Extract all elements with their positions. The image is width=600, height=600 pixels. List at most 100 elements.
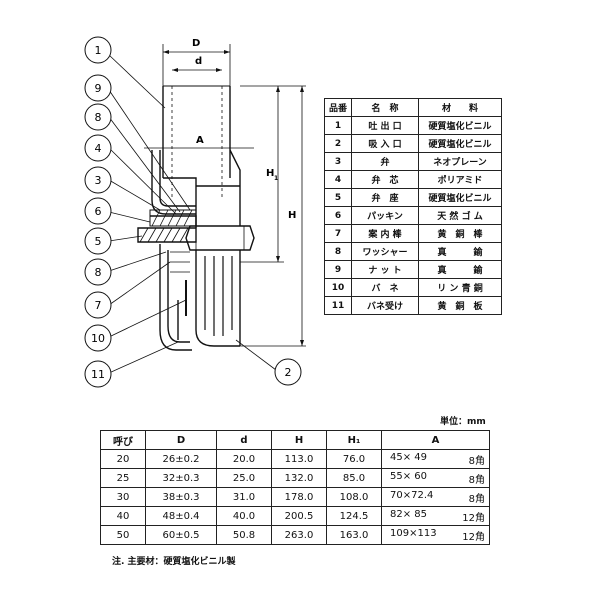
part-material-cell: 黄 銅 板 bbox=[418, 296, 502, 315]
dim-H1-subscript: 1 bbox=[274, 175, 278, 182]
svg-text:3: 3 bbox=[95, 174, 102, 187]
parts-table-header-row: 品番 名 称 材 料 bbox=[324, 98, 502, 117]
spec-D-cell: 32±0.3 bbox=[145, 468, 217, 488]
parts-header-material: 材 料 bbox=[418, 98, 502, 117]
spec-H-cell: 132.0 bbox=[271, 468, 327, 488]
dim-A-label: A bbox=[196, 135, 204, 146]
part-number-cell: 1 bbox=[324, 116, 352, 135]
spec-size-cell: 20 bbox=[100, 449, 146, 469]
spec-H-cell: 113.0 bbox=[271, 449, 327, 469]
svg-text:11: 11 bbox=[91, 368, 105, 381]
part-number-cell: 7 bbox=[324, 224, 352, 243]
part-number-cell: 8 bbox=[324, 242, 352, 261]
spec-d-cell: 50.8 bbox=[216, 525, 272, 545]
part-name-cell: ナ ッ ト bbox=[351, 260, 419, 279]
spec-A-sides: 8角 bbox=[468, 474, 485, 486]
spec-A-cell: 70×72.4 8角 bbox=[381, 487, 490, 507]
valve-body bbox=[137, 85, 255, 351]
part-name-cell: 弁 bbox=[351, 152, 419, 171]
part-name-cell: 弁 座 bbox=[351, 188, 419, 207]
callouts: 1 9 8 4 3 6 5 8 7 10 11 2 bbox=[84, 36, 302, 388]
spec-A-value: 70×72.4 bbox=[390, 489, 434, 501]
spec-d-cell: 31.0 bbox=[216, 487, 272, 507]
part-number-cell: 9 bbox=[324, 260, 352, 279]
spec-A-sides: 8角 bbox=[468, 493, 485, 505]
part-material-cell: 天 然 ゴ ム bbox=[418, 206, 502, 225]
dim-H1-label: H bbox=[266, 168, 274, 179]
spec-header-H: H bbox=[271, 430, 327, 450]
spec-D-cell: 48±0.4 bbox=[145, 506, 217, 526]
callout-2: 2 bbox=[274, 358, 302, 386]
part-name-cell: 吸 入 口 bbox=[351, 134, 419, 153]
part-name-cell: 弁 芯 bbox=[351, 170, 419, 189]
part-number-cell: 3 bbox=[324, 152, 352, 171]
callout-4: 4 bbox=[84, 134, 112, 162]
spec-size-cell: 50 bbox=[100, 525, 146, 545]
part-name-cell: バ ネ bbox=[351, 278, 419, 297]
part-name-cell: バネ受け bbox=[351, 296, 419, 315]
spec-H1-cell: 163.0 bbox=[326, 525, 382, 545]
callout-7: 7 bbox=[84, 291, 112, 319]
spec-H-cell: 263.0 bbox=[271, 525, 327, 545]
parts-header-number: 品番 bbox=[324, 98, 352, 117]
dimension-arrows bbox=[163, 50, 304, 346]
callout-8-lower: 8 bbox=[84, 258, 112, 286]
spec-size-cell: 30 bbox=[100, 487, 146, 507]
svg-text:2: 2 bbox=[285, 366, 292, 379]
spec-H1-cell: 85.0 bbox=[326, 468, 382, 488]
spec-D-cell: 26±0.2 bbox=[145, 449, 217, 469]
callout-3: 3 bbox=[84, 166, 112, 194]
svg-text:8: 8 bbox=[95, 111, 102, 124]
dim-D-label: D bbox=[192, 38, 200, 49]
spec-H1-cell: 76.0 bbox=[326, 449, 382, 469]
spec-A-sides: 8角 bbox=[468, 455, 485, 467]
part-material-cell: 黄 銅 棒 bbox=[418, 224, 502, 243]
part-number-cell: 6 bbox=[324, 206, 352, 225]
part-name-cell: 案 内 棒 bbox=[351, 224, 419, 243]
part-number-cell: 2 bbox=[324, 134, 352, 153]
spec-A-value: 45× 49 bbox=[390, 451, 428, 463]
part-material-cell: 硬質塩化ビニル bbox=[418, 134, 502, 153]
leader-lines bbox=[108, 54, 277, 374]
dimension-lines bbox=[144, 44, 306, 347]
spec-A-value: 109×113 bbox=[390, 527, 437, 539]
spec-H-cell: 200.5 bbox=[271, 506, 327, 526]
material-note: 注. 主要材：硬質塩化ビニル製 bbox=[112, 557, 236, 567]
spec-d-cell: 40.0 bbox=[216, 506, 272, 526]
spec-A-cell: 55× 60 8角 bbox=[381, 468, 490, 488]
spec-A-value: 55× 60 bbox=[390, 470, 428, 482]
part-name-cell: 吐 出 口 bbox=[351, 116, 419, 135]
part-number-cell: 10 bbox=[324, 278, 352, 297]
dim-d-label: d bbox=[195, 56, 202, 67]
callout-10: 10 bbox=[84, 324, 112, 352]
callout-6: 6 bbox=[84, 197, 112, 225]
spec-D-cell: 38±0.3 bbox=[145, 487, 217, 507]
part-number-cell: 4 bbox=[324, 170, 352, 189]
spec-size-cell: 40 bbox=[100, 506, 146, 526]
svg-text:7: 7 bbox=[95, 299, 102, 312]
svg-text:9: 9 bbox=[95, 82, 102, 95]
spec-header-A: A bbox=[381, 430, 490, 450]
part-material-cell: ポリアミド bbox=[418, 170, 502, 189]
spec-header-d: d bbox=[216, 430, 272, 450]
svg-text:1: 1 bbox=[95, 44, 102, 57]
callout-5: 5 bbox=[84, 227, 112, 255]
part-material-cell: 硬質塩化ビニル bbox=[418, 188, 502, 207]
callout-8-upper: 8 bbox=[84, 103, 112, 131]
spec-H-cell: 178.0 bbox=[271, 487, 327, 507]
